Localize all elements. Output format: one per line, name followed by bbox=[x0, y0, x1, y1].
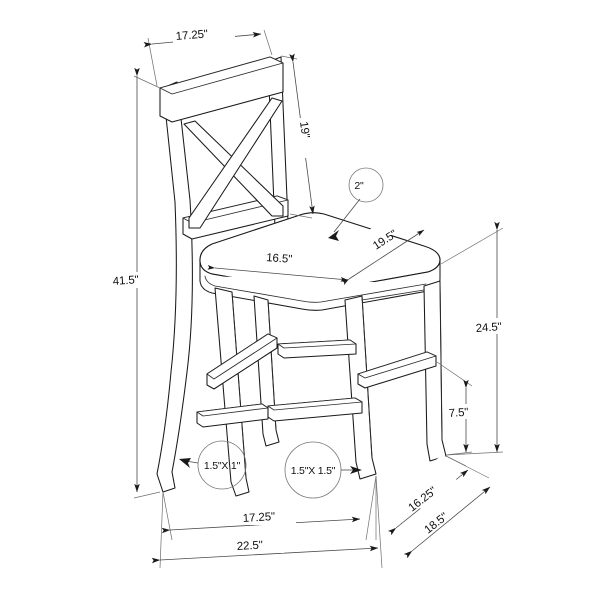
backrest-x-brace-right bbox=[188, 97, 283, 229]
dimension-label-seat-height: 24.5" bbox=[475, 321, 502, 335]
callout-front-leg-profile: 1.5"X 1.5" bbox=[284, 441, 362, 499]
rear-right-leg-edge bbox=[439, 280, 443, 441]
callout-rear-leg-profile: 1.5"X 1" bbox=[179, 440, 247, 490]
dimension-label-base-width-outer: 22.5" bbox=[236, 540, 263, 553]
dimension-label-footrest-height: 7.5" bbox=[448, 407, 468, 420]
callout-label-front-leg-profile: 1.5"X 1.5" bbox=[291, 465, 336, 477]
dimension-backrest-width: 17.25" bbox=[143, 27, 273, 87]
dimension-label-seat-width: 16.5" bbox=[266, 252, 293, 266]
stretcher-right-upper-face bbox=[277, 339, 357, 349]
dimension-label-base-width-inner: 17.25" bbox=[242, 511, 275, 525]
stretcher-left-upper-face bbox=[206, 333, 278, 380]
dimension-overall-height: 41.5" bbox=[112, 67, 161, 499]
callout-seat-thickness: 2" bbox=[328, 167, 384, 241]
stretcher-front-lower-face bbox=[267, 397, 363, 411]
dimension-base-width-inner: 17.25" bbox=[161, 475, 377, 541]
front-left-leg-edge bbox=[231, 291, 247, 479]
dimension-seat-width: 16.5" bbox=[207, 249, 349, 282]
callout-label-rear-leg-profile: 1.5"X 1" bbox=[204, 460, 241, 472]
rear-left-post bbox=[156, 81, 193, 493]
dimension-footrest-height: 7.5" bbox=[436, 361, 481, 456]
dimension-backrest-height: 19" bbox=[280, 53, 315, 219]
rear-right-leg bbox=[423, 280, 447, 462]
dimension-seat-height: 24.5" bbox=[440, 221, 516, 456]
dimension-label-backrest-width: 17.25" bbox=[175, 28, 208, 43]
dimension-base-depth-outer: 18.5" bbox=[375, 455, 491, 559]
dimension-label-overall-height: 41.5" bbox=[112, 274, 139, 288]
backrest-top-rail-face bbox=[159, 56, 284, 95]
dimension-label-backrest-height: 19" bbox=[297, 121, 311, 139]
stretcher-right-diagonal-face bbox=[357, 351, 437, 379]
apron-right bbox=[361, 289, 425, 301]
callout-label-seat-thickness: 2" bbox=[354, 180, 364, 192]
dimension-base-width-outer: 22.5" bbox=[151, 475, 383, 569]
